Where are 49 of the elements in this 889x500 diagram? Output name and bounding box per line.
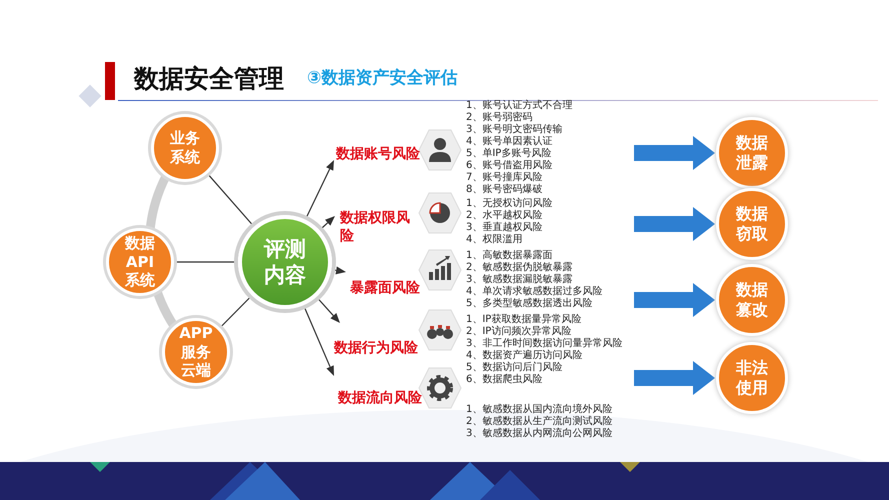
circle-label: APP服务云端 xyxy=(179,324,213,380)
list-item: 1、高敏数据暴露面 xyxy=(466,250,554,262)
list-item: 3、敏感数据漏脱敏暴露 xyxy=(466,274,574,286)
subtitle: ③数据资产安全评估 xyxy=(307,70,458,87)
list-item: 2、账号弱密码 xyxy=(466,112,534,124)
circle-label: 数据篡改 xyxy=(734,280,769,320)
connector-line xyxy=(208,174,254,226)
circle-label: 数据窃取 xyxy=(734,204,769,244)
circle-label: 数据API系统 xyxy=(124,234,156,290)
circle-label: 数据泄露 xyxy=(734,133,769,173)
list-item: 3、非工作时间数据访问量异常风险 xyxy=(466,338,624,350)
risk-label: 数据账号风险 xyxy=(336,145,424,163)
list-item: 6、数据爬虫风险 xyxy=(466,374,544,386)
list-item: 3、垂直越权风险 xyxy=(466,222,544,234)
block-arrow xyxy=(634,361,715,395)
list-item: 3、敏感数据从内网流向公网风险 xyxy=(466,428,614,440)
risk-label: 数据权限风险 xyxy=(340,209,414,245)
risk-label: 暴露面风险 xyxy=(350,279,420,297)
list-item: 8、账号密码爆破 xyxy=(466,184,544,196)
list-item: 7、账号撞库风险 xyxy=(466,172,544,184)
connector-line xyxy=(220,296,252,328)
list-item: 2、敏感数据伪脱敏暴露 xyxy=(466,262,574,274)
block-arrow xyxy=(634,207,715,241)
list-item: 5、单IP多账号风险 xyxy=(466,148,552,160)
block-arrow xyxy=(634,136,715,170)
list-item: 1、敏感数据从国内流向境外风险 xyxy=(466,404,614,416)
list-item: 4、单次请求敏感数据过多风险 xyxy=(466,286,604,298)
list-item: 2、水平越权风险 xyxy=(466,210,544,222)
connector-line xyxy=(175,261,237,263)
list-item: 4、账号单因素认证 xyxy=(466,136,554,148)
list-item: 1、IP获取数据量异常风险 xyxy=(466,314,582,326)
list-item: 1、账号认证方式不合理 xyxy=(466,100,574,112)
risk-label: 数据流向风险 xyxy=(338,389,422,407)
list-item: 5、多类型敏感数据透出风险 xyxy=(466,298,594,310)
circle-label: 非法使用 xyxy=(734,358,769,398)
circle-label: 业务系统 xyxy=(169,129,201,167)
list-item: 5、数据访问后门风险 xyxy=(466,362,564,374)
risk-label: 数据行为风险 xyxy=(334,339,418,357)
title: 数据安全管理 xyxy=(134,66,284,91)
circle-label: 评测内容 xyxy=(262,236,307,288)
block-arrow xyxy=(634,283,715,317)
list-item: 1、无授权访问风险 xyxy=(466,198,554,210)
list-item: 3、账号明文密码传输 xyxy=(466,124,564,136)
list-item: 2、IP访问频次异常风险 xyxy=(466,326,572,338)
list-item: 2、敏感数据从生产流向测试风险 xyxy=(466,416,614,428)
list-item: 4、数据资产遍历访问风险 xyxy=(466,350,584,362)
list-item: 6、账号借盗用风险 xyxy=(466,160,554,172)
list-item: 4、权限滥用 xyxy=(466,234,524,246)
arrow xyxy=(316,297,340,323)
